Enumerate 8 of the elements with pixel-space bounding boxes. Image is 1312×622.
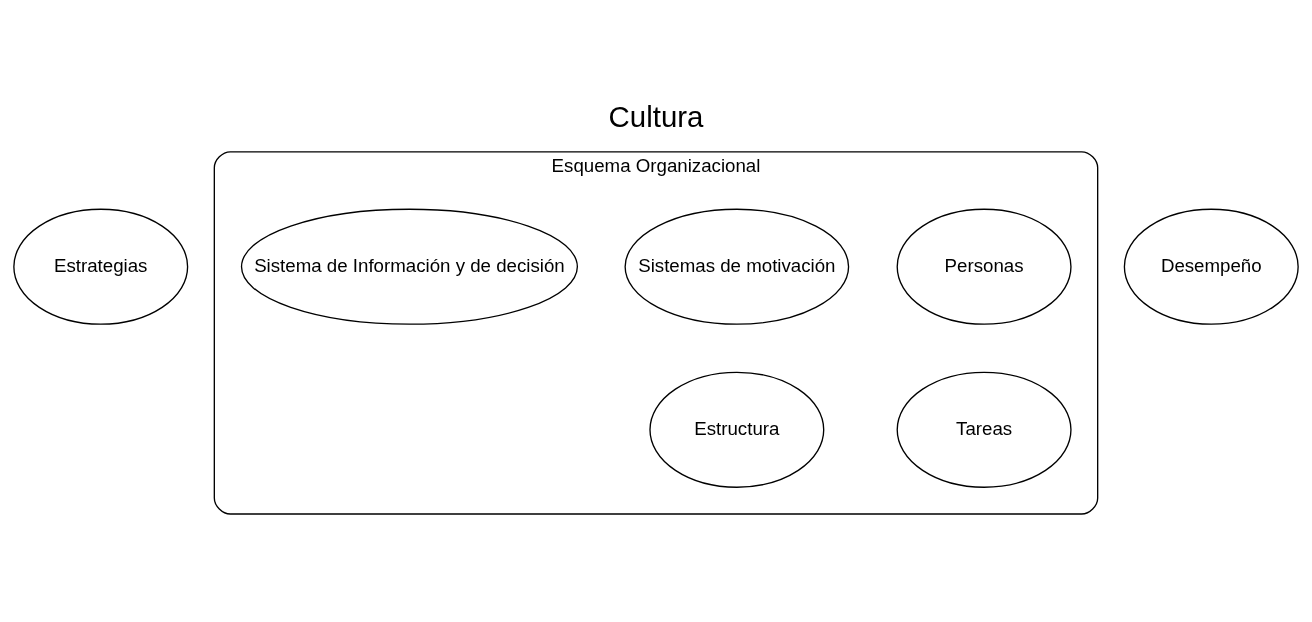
node-ellipse: Desempeño <box>1123 208 1299 325</box>
node-ellipse: Sistemas de motivación <box>624 208 850 325</box>
node-ellipse: Estructura <box>649 371 825 488</box>
node-ellipse: Personas <box>896 208 1072 325</box>
diagram-title: Cultura <box>608 99 704 133</box>
node-ellipse: Estrategias <box>13 208 189 325</box>
node-ellipse: Tareas <box>896 371 1072 488</box>
node-ellipse: Sistema de Información y de decisión <box>240 208 578 325</box>
